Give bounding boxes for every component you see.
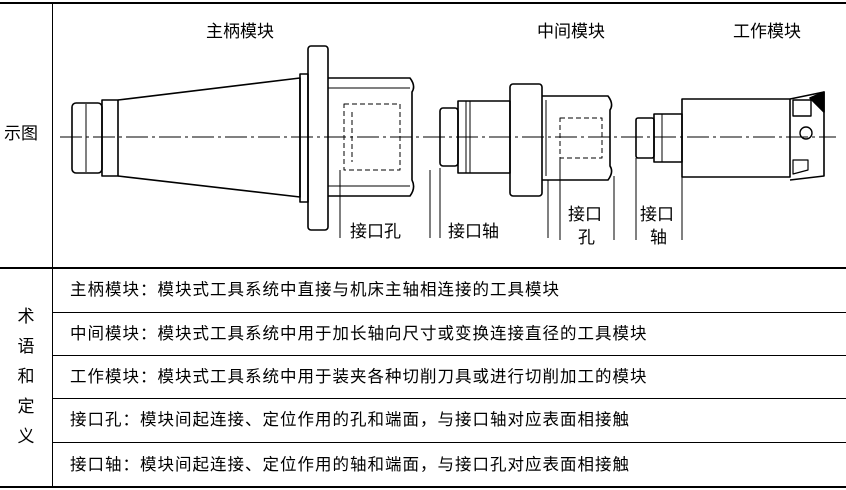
main-module-title: 主柄模块 bbox=[206, 22, 274, 42]
middle-module-title: 中间模块 bbox=[537, 22, 605, 42]
definition-row: 接口轴：模块间起连接、定位作用的轴和端面，与接口孔对应表面相接触 bbox=[70, 455, 630, 474]
table-top-border bbox=[0, 2, 846, 4]
definition-row: 工作模块：模块式工具系统中用于装夹各种切削刀具或进行切削加工的模块 bbox=[70, 367, 648, 386]
row-divider bbox=[52, 312, 846, 313]
interface-shaft-label-2-line1: 接口 bbox=[640, 205, 674, 225]
interface-hole-label: 接口孔 bbox=[350, 222, 401, 242]
table-bottom-border bbox=[0, 486, 846, 488]
working-module-title: 工作模块 bbox=[733, 22, 801, 42]
interface-shaft-label: 接口轴 bbox=[448, 222, 499, 242]
terms-label-char: 术 bbox=[17, 307, 35, 327]
row-divider bbox=[52, 355, 846, 356]
definition-row: 接口孔：模块间起连接、定位作用的孔和端面，与接口轴对应表面相接触 bbox=[70, 410, 630, 429]
interface-hole-label-2-line2: 孔 bbox=[578, 228, 595, 248]
terms-label-char: 语 bbox=[17, 337, 35, 357]
terms-row-label: 术 语 和 定 义 bbox=[6, 302, 46, 452]
terms-label-char: 义 bbox=[17, 427, 35, 447]
row-divider bbox=[52, 442, 846, 443]
column-divider bbox=[52, 2, 53, 488]
section-divider bbox=[0, 267, 846, 269]
interface-shaft-label-2-line2: 轴 bbox=[650, 228, 667, 248]
main-handle-module bbox=[71, 45, 415, 231]
definition-row: 主柄模块：模块式工具系统中直接与机床主轴相连接的工具模块 bbox=[70, 280, 560, 299]
module-diagram bbox=[60, 45, 836, 240]
definition-row: 中间模块：模块式工具系统中用于加长轴向尺寸或变换连接直径的工具模块 bbox=[70, 324, 648, 343]
diagram-row-label: 示图 bbox=[4, 124, 38, 144]
row-divider bbox=[52, 398, 846, 399]
middle-module bbox=[439, 83, 613, 197]
terms-label-char: 和 bbox=[17, 367, 35, 387]
terms-label-char: 定 bbox=[17, 397, 35, 417]
label-leader-lines bbox=[339, 158, 683, 240]
working-module bbox=[635, 91, 825, 181]
interface-hole-label-2-line1: 接口 bbox=[568, 205, 602, 225]
